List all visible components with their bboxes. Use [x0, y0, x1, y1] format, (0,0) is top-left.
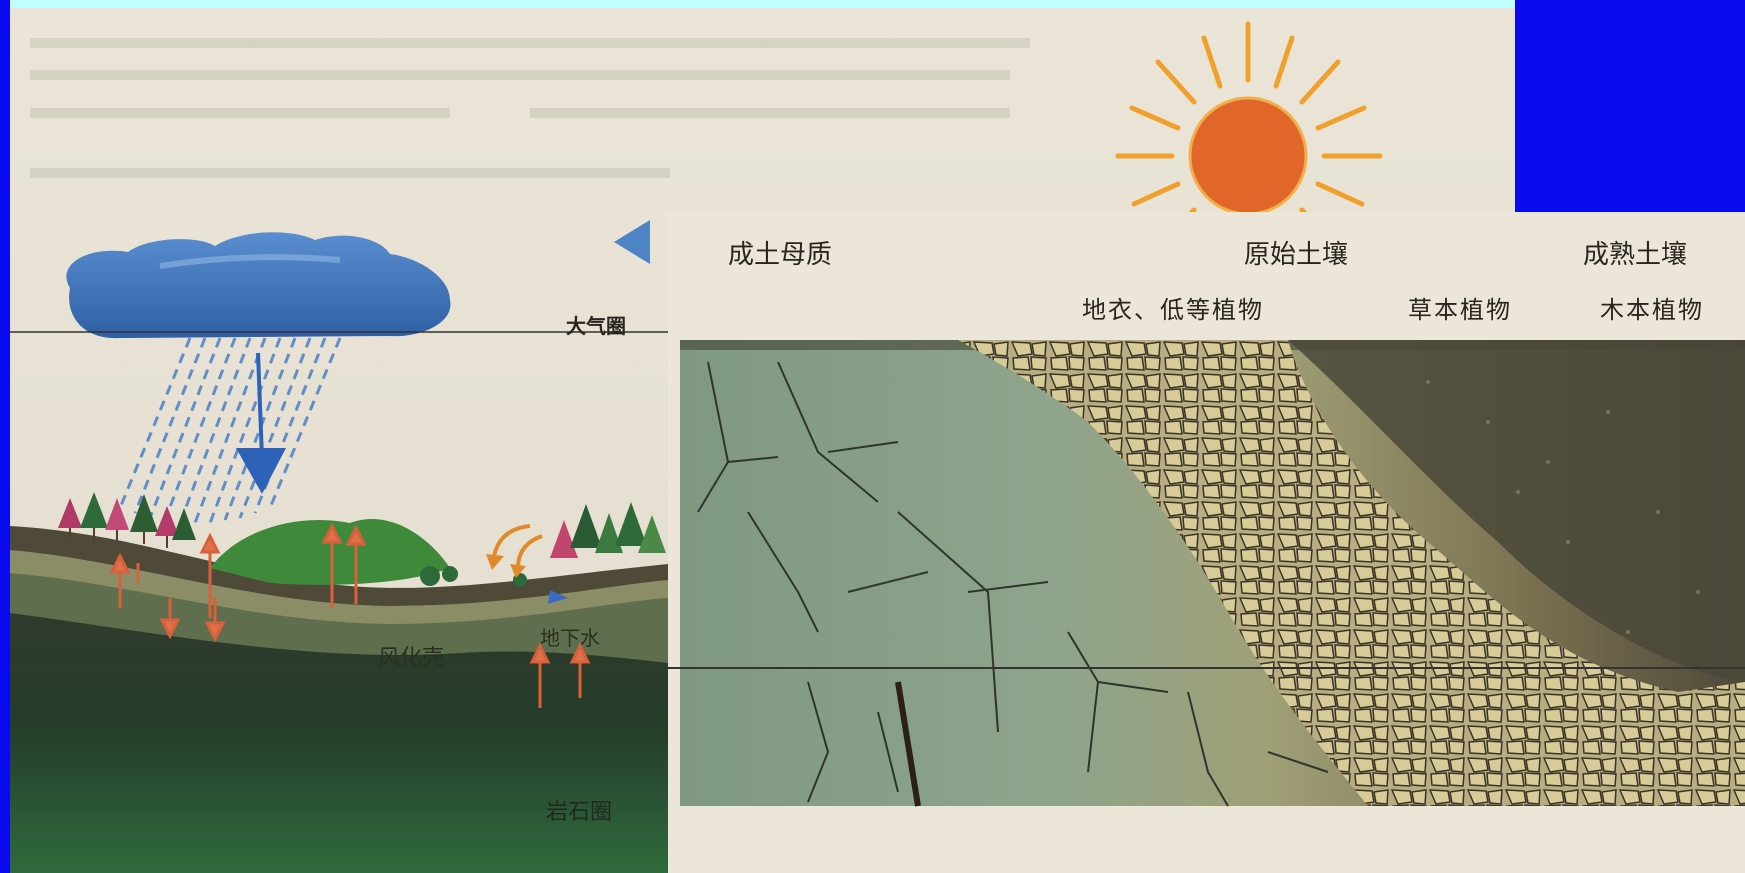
weathering-crust-layer — [10, 568, 668, 663]
cloud-icon — [66, 232, 451, 339]
curved-arrows — [492, 524, 543, 569]
green-hill — [210, 519, 450, 585]
top-strip — [10, 0, 1515, 8]
cross-line — [668, 667, 1745, 669]
heat-arrows — [109, 522, 591, 708]
trees-right — [550, 502, 666, 558]
atmosphere-label: 大气圈 — [566, 314, 626, 338]
soil-formation-graphic — [668, 212, 1745, 873]
vegetation-label-lichen: 地衣、低等植物 — [1082, 296, 1264, 324]
down-arrows — [136, 563, 226, 643]
stage-label-parent-material: 成土母质 — [728, 240, 833, 270]
humus-speckles — [1426, 380, 1700, 634]
lithosphere-label: 岩石圈 — [546, 800, 613, 825]
stage-label-primitive-soil: 原始土壤 — [1244, 240, 1349, 270]
rain-arrow-icon — [236, 352, 286, 494]
faded-text-lines — [30, 38, 1030, 178]
soil-formation-diagram: 成土母质 原始土壤 成熟土壤 地衣、低等植物 草本植物 木本植物 — [668, 212, 1745, 873]
soil-aggregates — [958, 340, 1745, 806]
vegetation-label-herbaceous: 草本植物 — [1408, 296, 1512, 324]
stage-label-mature-soil: 成熟土壤 — [1583, 240, 1688, 270]
weathering-crust-label: 风化壳 — [378, 646, 445, 671]
rock-cracks — [697, 361, 1329, 807]
wind-arrow-icon — [614, 220, 650, 264]
topsoil-layer — [10, 526, 668, 606]
groundwater-arrow-icon — [548, 590, 568, 604]
groundwater-label: 地下水 — [540, 626, 600, 650]
root-icon — [895, 681, 921, 807]
lithosphere-layer — [10, 608, 668, 873]
soil-band — [10, 548, 668, 624]
vegetation-label-woody: 木本植物 — [1600, 296, 1704, 324]
trees-left — [58, 492, 196, 548]
humus-layer — [1288, 340, 1745, 682]
